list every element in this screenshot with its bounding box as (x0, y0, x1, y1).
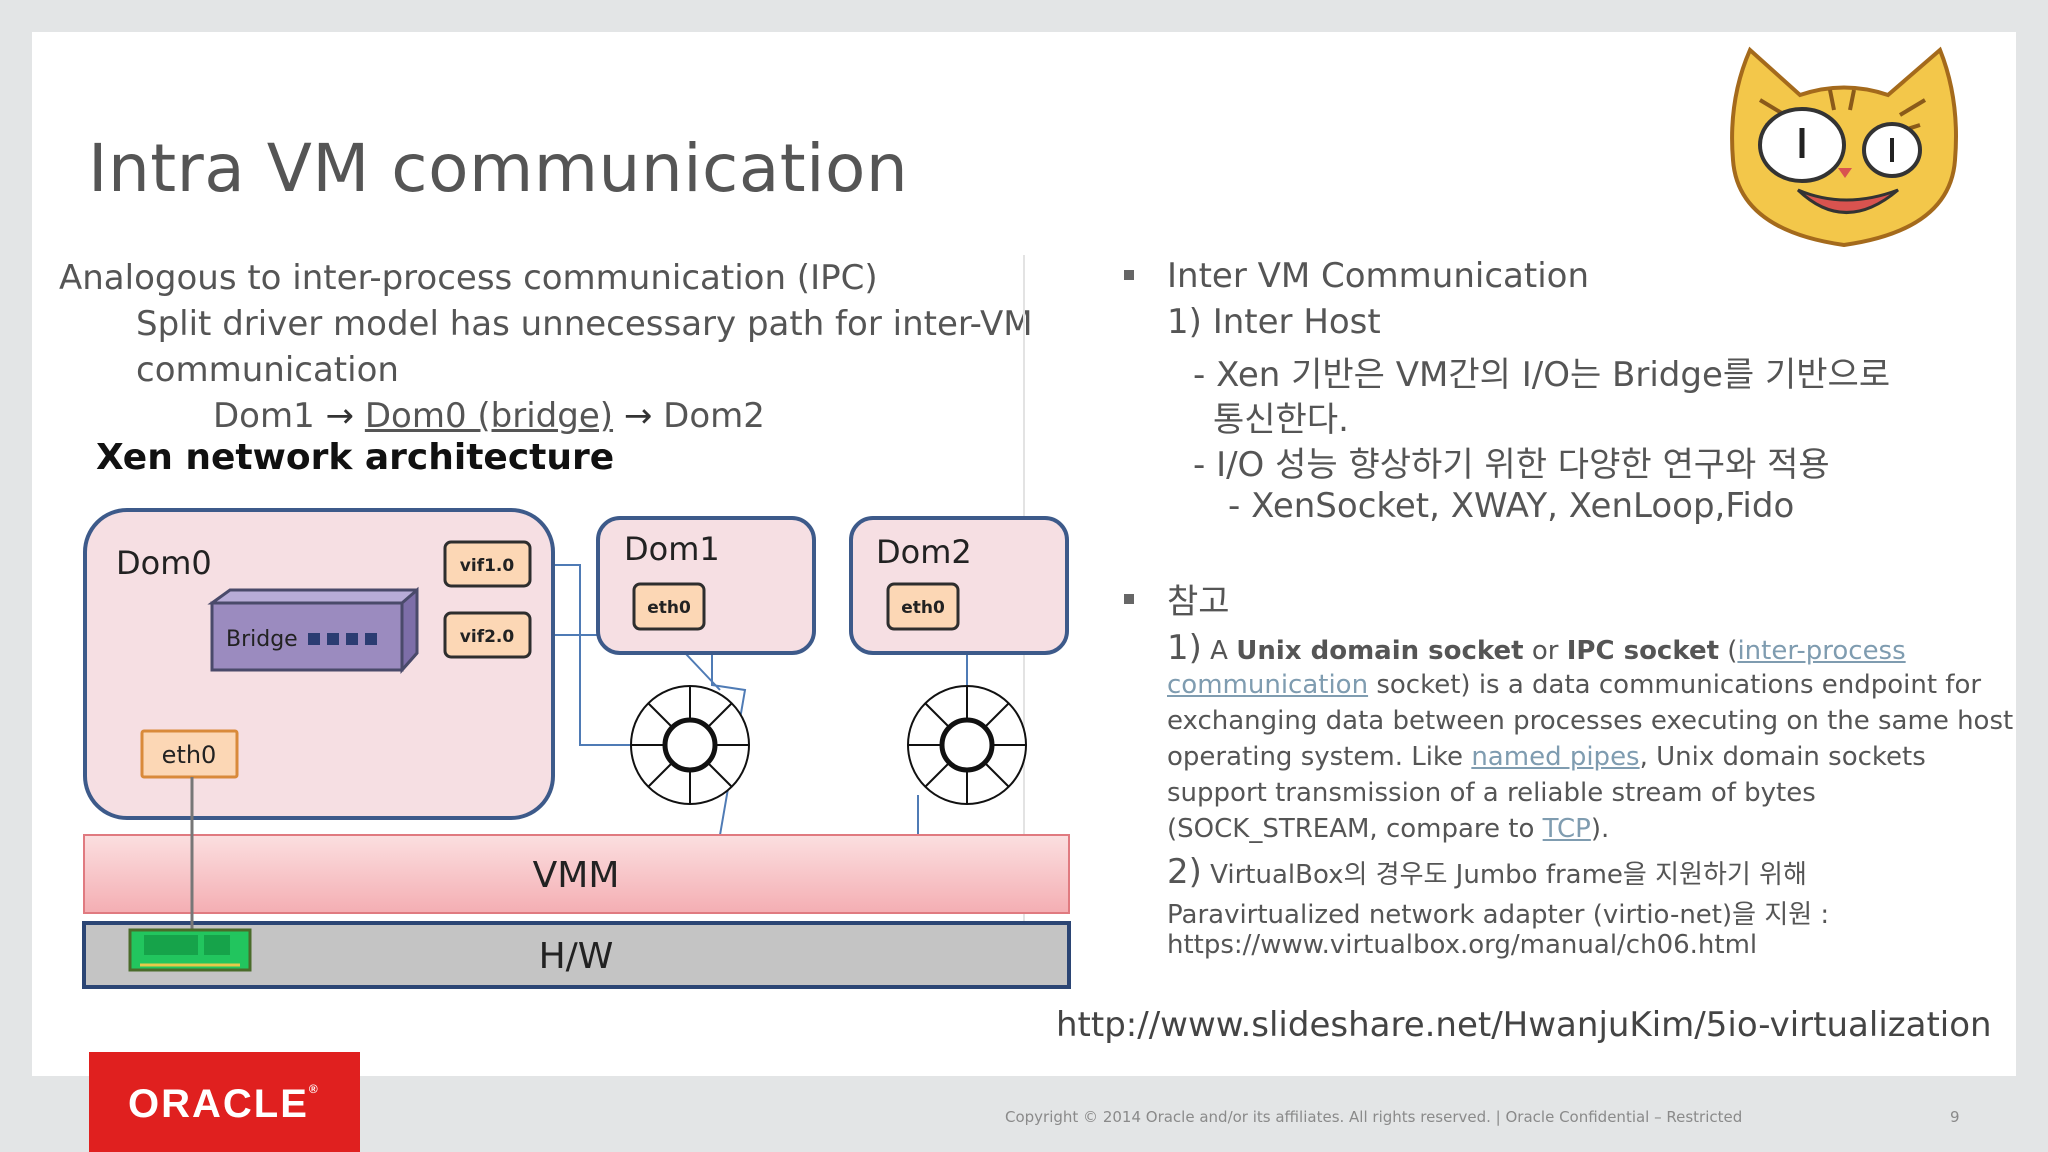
ref1-line4: operating system. Like named pipes, Unix… (1167, 742, 1926, 772)
vmm-label: VMM (533, 855, 620, 896)
ref1-paren: ( (1719, 636, 1738, 666)
ref2-line3: https://www.virtualbox.org/manual/ch06.h… (1167, 930, 1758, 960)
ref1-f: socket) is a data communications endpoin… (1368, 670, 1982, 700)
ref1-h1: operating system. Like (1167, 742, 1472, 772)
ref1-link-ipc[interactable]: inter-process (1737, 636, 1906, 666)
ref2-a: VirtualBox의 경우도 Jumbo frame을 지원하기 위해 (1201, 860, 1807, 890)
dom1-eth0-label: eth0 (647, 598, 691, 618)
bullet-icon (1124, 594, 1134, 604)
path-via: Dom0 (bridge) (364, 396, 614, 436)
ref1-line1: 1) A Unix domain socket or IPC socket (i… (1167, 628, 1906, 668)
ref1-j1: (SOCK_STREAM, compare to (1167, 814, 1543, 844)
copyright-footer: Copyright © 2014 Oracle and/or its affil… (1005, 1108, 1743, 1126)
path-to: Dom2 (663, 396, 765, 436)
ref1-term-ipc: IPC socket (1566, 636, 1720, 666)
right-line-xen-a: - Xen 기반은 VM간의 I/O는 Bridge를 기반으로 (1193, 355, 1891, 395)
ref2-line2: Paravirtualized network adapter (virtio-… (1167, 900, 1830, 930)
ref1-j2: ). (1590, 814, 1610, 844)
source-url[interactable]: http://www.slideshare.net/HwanjuKim/5io-… (1056, 1005, 1992, 1045)
cat-illustration (1730, 46, 1958, 248)
path-line: Dom1 → Dom0 (bridge) → Dom2 (213, 396, 765, 436)
dom1-eth0-box (632, 582, 706, 631)
nic-card-icon (128, 928, 252, 972)
ref1-h2: , Unix domain sockets (1639, 742, 1926, 772)
diagram-heading: Xen network architecture (96, 437, 615, 478)
ref1-line6: (SOCK_STREAM, compare to TCP). (1167, 814, 1609, 844)
arrow-right-icon: → (325, 396, 355, 436)
ref1-term-unix: Unix domain socket (1236, 636, 1524, 666)
oracle-logo: ORACLE® (128, 1082, 320, 1126)
hw-label: H/W (539, 936, 614, 977)
ref1-link-ipc-2[interactable]: communication (1167, 670, 1369, 700)
oracle-logo-box (89, 1052, 360, 1152)
ref2-num: 2) (1167, 852, 1202, 892)
vif20-box (443, 611, 532, 659)
left-line-3: communication (136, 350, 399, 390)
right-line-xensocket: - XenSocket, XWAY, XenLoop,Fido (1228, 486, 1795, 526)
dom2-eth0-box (886, 582, 960, 631)
vmm-bar (83, 834, 1070, 914)
arrow-right-icon: → (623, 396, 653, 436)
dom2-label: Dom2 (876, 533, 972, 571)
ref1-line2: communication socket) is a data communic… (1167, 670, 1981, 700)
ref1-a: A (1201, 636, 1237, 666)
slide-title: Intra VM communication (88, 130, 909, 207)
ref1-or: or (1523, 636, 1567, 666)
vif20-label: vif2.0 (460, 627, 515, 647)
dom0-label: Dom0 (116, 544, 212, 582)
right-bullet-1: Inter VM Communication (1167, 256, 1589, 296)
bridge-label: Bridge (226, 627, 298, 652)
right-line-io: - I/O 성능 향상하기 위한 다양한 연구와 적용 (1193, 445, 1830, 485)
dom1-label: Dom1 (624, 530, 720, 568)
ref1-num: 1) (1167, 628, 1202, 668)
right-line-xen-b: 통신한다. (1213, 400, 1349, 440)
ref2-line1: 2) VirtualBox의 경우도 Jumbo frame을 지원하기 위해 (1167, 852, 1807, 892)
ring-buffer-icon (630, 685, 750, 805)
right-bullet-2: 참고 (1167, 582, 1230, 622)
xen-network-diagram: Dom0 Dom1 Dom2 vif1.0 vif2.0 Bridge eth0… (82, 508, 1071, 989)
ref1-line3: exchanging data between processes execut… (1167, 706, 2014, 736)
page-number: 9 (1950, 1108, 1960, 1126)
dom0-eth0-label: eth0 (162, 741, 217, 769)
left-line-2: Split driver model has unnecessary path … (136, 304, 1033, 344)
vif10-label: vif1.0 (460, 556, 515, 576)
ref1-line5: support transmission of a reliable strea… (1167, 778, 1816, 808)
ring-buffer-icon (907, 685, 1027, 805)
left-line-1: Analogous to inter-process communication… (59, 258, 878, 298)
path-from: Dom1 (213, 396, 315, 436)
vif10-box (443, 540, 532, 588)
ref1-link-pipes[interactable]: named pipes (1471, 742, 1640, 772)
right-line-inter-host: 1) Inter Host (1167, 302, 1381, 342)
dom2-eth0-label: eth0 (901, 598, 945, 618)
dom0-eth0-box (140, 729, 239, 779)
bridge-box (210, 601, 404, 672)
ref1-link-tcp[interactable]: TCP (1542, 814, 1591, 844)
bullet-icon (1124, 270, 1134, 280)
